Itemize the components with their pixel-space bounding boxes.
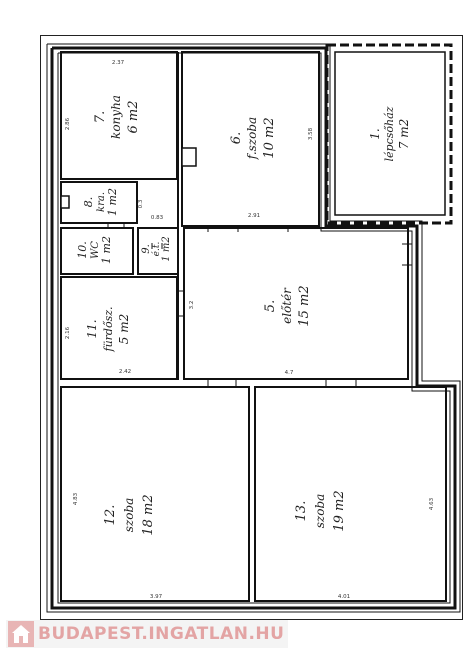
dim-szoba13-side: 4.63 (429, 497, 435, 510)
dim-furdo-side: 2.16 (65, 326, 71, 339)
room-number: 9. (141, 244, 152, 254)
room-label-10: 10. WC 1 m2 (76, 236, 113, 264)
watermark-text: BUDAPEST.INGATLAN.HU (38, 624, 285, 644)
room-label-13: 13. szoba 19 m2 (294, 490, 347, 531)
room-area: 15 m2 (297, 285, 312, 326)
room-area: 10 m2 (262, 117, 277, 158)
room-name: WC (90, 241, 101, 259)
dim-fszoba-side: 3.58 (308, 127, 314, 140)
room-number: 8. (82, 197, 95, 208)
room-number: 6. (229, 132, 244, 144)
dim-szoba12-side: 4.83 (73, 492, 79, 505)
room-name: konyha (109, 95, 123, 139)
room-name: lépcsőház (383, 106, 396, 161)
interior-walls (60, 51, 447, 602)
room-name: előtér (280, 287, 294, 324)
room-number: 12. (103, 505, 118, 526)
dim-furdo-bottom: 2.42 (119, 369, 131, 375)
dim-fszoba-bottom: 2.91 (248, 213, 260, 219)
page-border (40, 35, 463, 620)
dim-eloter-side: 3.2 (189, 301, 195, 310)
room-name: f.szoba (245, 117, 259, 160)
kra-notch (60, 195, 70, 209)
room-label-11: 11. fürdősz. 5 m2 (85, 306, 131, 352)
chimney-notch (181, 147, 197, 167)
room-number: 5. (263, 300, 278, 312)
dimension-labels: 2.37 2.86 0.3 0.83 2.91 3.58 3.2 4.7 2.4… (65, 60, 435, 600)
dim-szoba12-bottom: 3.97 (150, 594, 163, 600)
room-label-9: 9. é.t. 1 m2 (141, 236, 172, 261)
room-area: 1 m2 (161, 236, 172, 261)
room-label-8: 8. kra. 1 m2 (82, 188, 119, 216)
room-labels: 1. lépcsőház 7 m2 5. előtér 15 m2 6. f.s… (76, 95, 411, 536)
room-area: 1 m2 (100, 236, 113, 264)
room-number: 10. (76, 241, 89, 259)
dim-konyha-side: 2.86 (65, 117, 71, 130)
room-number: 13. (294, 501, 309, 522)
dim-szoba13-bottom: 4.01 (338, 594, 350, 600)
dim-kra-a: 0.3 (138, 199, 144, 208)
room-number: 1. (368, 128, 382, 139)
room-label-7: 7. konyha 6 m2 (93, 95, 141, 139)
room-number: 11. (85, 319, 99, 338)
dim-eloter-bottom: 4.7 (285, 370, 294, 376)
room-name: szoba (313, 494, 327, 529)
watermark-banner: BUDAPEST.INGATLAN.HU (6, 620, 288, 648)
room-area: 7 m2 (397, 119, 411, 149)
room-label-12: 12. szoba 18 m2 (103, 494, 156, 535)
room-label-1: 1. lépcsőház 7 m2 (368, 106, 411, 161)
room-label-6: 6. f.szoba 10 m2 (229, 117, 277, 160)
dim-kra-b: 0.83 (151, 215, 164, 221)
house-icon (8, 621, 34, 647)
room-area: 1 m2 (106, 188, 119, 216)
room-area: 6 m2 (126, 100, 141, 133)
staircase-walls (325, 43, 453, 225)
room-area: 19 m2 (332, 490, 347, 531)
room-label-5: 5. előtér 15 m2 (263, 285, 312, 326)
room-name: fürdősz. (102, 306, 115, 352)
dim-konyha-top: 2.37 (112, 60, 125, 66)
room-name: szoba (122, 498, 136, 533)
room-area: 5 m2 (117, 314, 131, 344)
room-area: 18 m2 (141, 494, 156, 535)
door-openings (107, 223, 412, 387)
room-number: 7. (93, 111, 108, 123)
room-name: é.t. (151, 242, 162, 257)
room-name: kra. (96, 192, 107, 212)
